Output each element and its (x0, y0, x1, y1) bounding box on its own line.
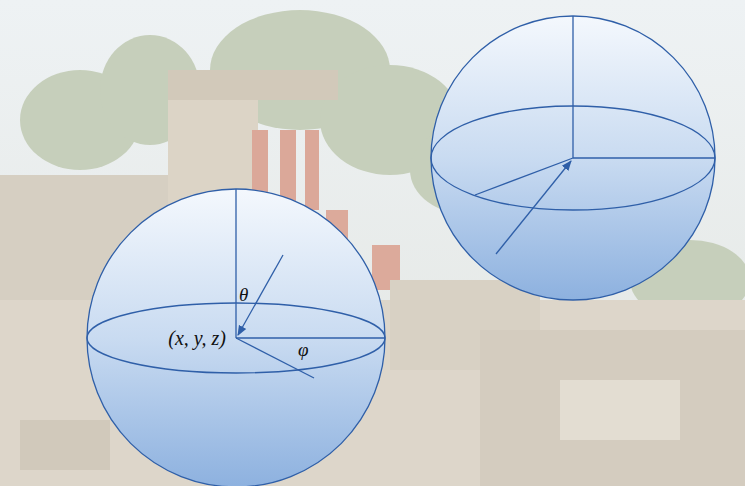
sphere-outline (86, 188, 386, 486)
point-label: (x, y, z) (168, 327, 226, 349)
sphere-node: θ (x, y, z) φ (86, 188, 386, 486)
right-sphere (431, 16, 715, 300)
phi-line (236, 338, 314, 378)
theta-label: θ (239, 285, 248, 306)
sphere (87, 189, 385, 486)
radius-arrow (238, 255, 283, 335)
z-axis (235, 189, 236, 338)
x-axis (236, 337, 385, 338)
phi-label: φ (298, 340, 309, 361)
